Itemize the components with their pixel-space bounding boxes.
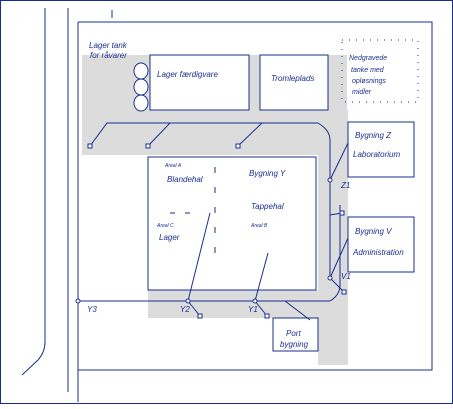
- branch-z: [329, 142, 349, 181]
- valve: [341, 289, 347, 295]
- label-finished-goods: Lager færdigvare: [157, 70, 218, 79]
- label-area-a: Areal A: [164, 163, 182, 169]
- road-line-west: [21, 8, 46, 376]
- building-z: [347, 121, 415, 178]
- port-building: [272, 317, 319, 352]
- label-lager: Lager: [159, 233, 180, 242]
- label-tank-1: Nedgravede: [349, 55, 387, 62]
- branch-1: [147, 122, 171, 147]
- buildings: [147, 54, 415, 352]
- building-tromle: [259, 54, 329, 111]
- branch-2: [237, 122, 263, 147]
- label-port-2: bygning: [280, 340, 309, 349]
- label-building-v: Bygning V: [355, 227, 392, 236]
- label-raw-tank-2: for råvarer: [90, 51, 127, 60]
- building-v: [347, 216, 415, 273]
- label-area-b: Areal B: [250, 223, 268, 229]
- valve: [87, 143, 93, 149]
- paved-east: [318, 110, 348, 365]
- label-port-1: Port: [286, 329, 301, 338]
- label-v1: V1: [341, 272, 351, 281]
- tank-3: [133, 94, 149, 112]
- boundary-east-south: [78, 21, 433, 371]
- valve: [264, 313, 270, 319]
- label-tromle: Tromleplads: [271, 74, 314, 83]
- building-y: [147, 156, 317, 291]
- label-y3: Y3: [87, 305, 97, 314]
- node-z1: [327, 177, 333, 183]
- label-tank-4: midler: [352, 89, 372, 96]
- road-lines: [21, 8, 433, 402]
- label-tappehal: Tappehal: [251, 202, 284, 211]
- pipelines: [78, 122, 349, 321]
- valves: [75, 143, 347, 319]
- label-tank-2: tanke med: [351, 67, 385, 74]
- label-building-y: Bygning Y: [249, 169, 286, 178]
- label-tank-3: opløsnings: [352, 78, 386, 85]
- label-z1: Z1: [340, 181, 350, 190]
- label-building-z: Bygning Z: [355, 131, 392, 140]
- label-brandshal: Blandehal: [167, 175, 203, 184]
- valve: [197, 313, 203, 319]
- label-admin: Administration: [352, 248, 404, 257]
- branch-v: [329, 237, 349, 279]
- label-lab: Laboratorium: [353, 150, 400, 159]
- north-pipe: [89, 122, 331, 278]
- valve: [339, 210, 345, 216]
- label-y1: Y1: [248, 305, 258, 314]
- branch-y2-up: [187, 212, 211, 302]
- tank-2: [133, 78, 149, 96]
- node-y3: [75, 298, 81, 304]
- tank-1: [133, 62, 149, 80]
- branch-port: [284, 300, 311, 321]
- paved-yard: [82, 110, 347, 155]
- node-y2: [185, 298, 191, 304]
- label-y2: Y2: [180, 305, 190, 314]
- raw-tanks: [133, 62, 149, 112]
- node-y1: [252, 298, 258, 304]
- tank-area: [341, 39, 419, 103]
- label-area-c: Areal C: [156, 223, 174, 229]
- label-raw-tank-1: Lager tank: [89, 41, 128, 50]
- main-pipe: [78, 205, 341, 302]
- valve: [235, 143, 241, 149]
- node-v1: [327, 275, 333, 281]
- building-finished-goods: [149, 54, 250, 111]
- valve: [145, 143, 151, 149]
- paved-south: [148, 290, 346, 318]
- branch-y1-up: [254, 252, 269, 302]
